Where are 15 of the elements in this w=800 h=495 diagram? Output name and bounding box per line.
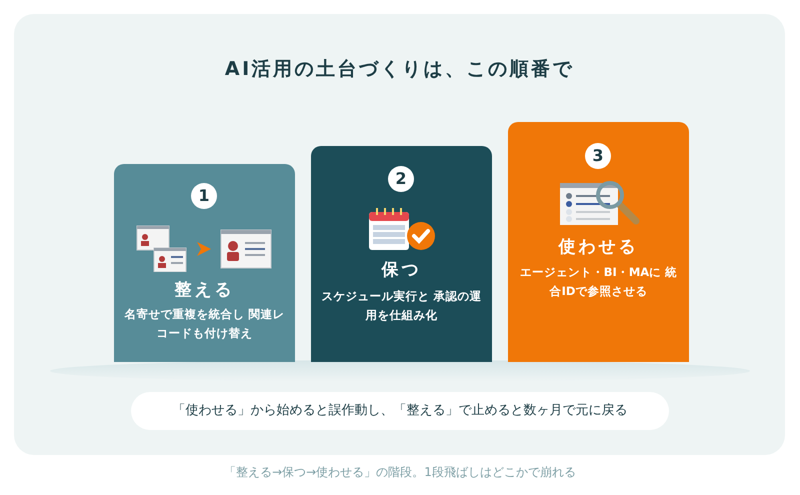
number-circle: 2 bbox=[388, 166, 414, 192]
step-description: エージェント・BI・MAに 統合IDで参照させる bbox=[518, 264, 678, 300]
step-title: 保つ bbox=[380, 259, 422, 281]
number-circle: 1 bbox=[191, 183, 217, 209]
step-box bbox=[114, 164, 295, 362]
caption: 「整える→保つ→使わせる」の階段。1段飛ばしはどこかで崩れる bbox=[223, 464, 577, 481]
step-box bbox=[311, 146, 492, 362]
title: AI活用の土台づくりは、この順番で bbox=[224, 57, 576, 82]
step-title: 整える bbox=[174, 279, 236, 301]
step-description: スケジュール実行と 承認の運用を仕組み化 bbox=[321, 288, 482, 324]
step-description: 名寄せで重複を統合し 関連レコードも付け替え bbox=[124, 306, 285, 342]
number-circle: 3 bbox=[585, 143, 611, 169]
step-title: 使わせる bbox=[557, 236, 640, 258]
step-box bbox=[508, 122, 689, 362]
note-pill: 「使わせる」から始めると誤作動し、「整える」で止めると数ヶ月で元に戻る bbox=[131, 392, 669, 430]
